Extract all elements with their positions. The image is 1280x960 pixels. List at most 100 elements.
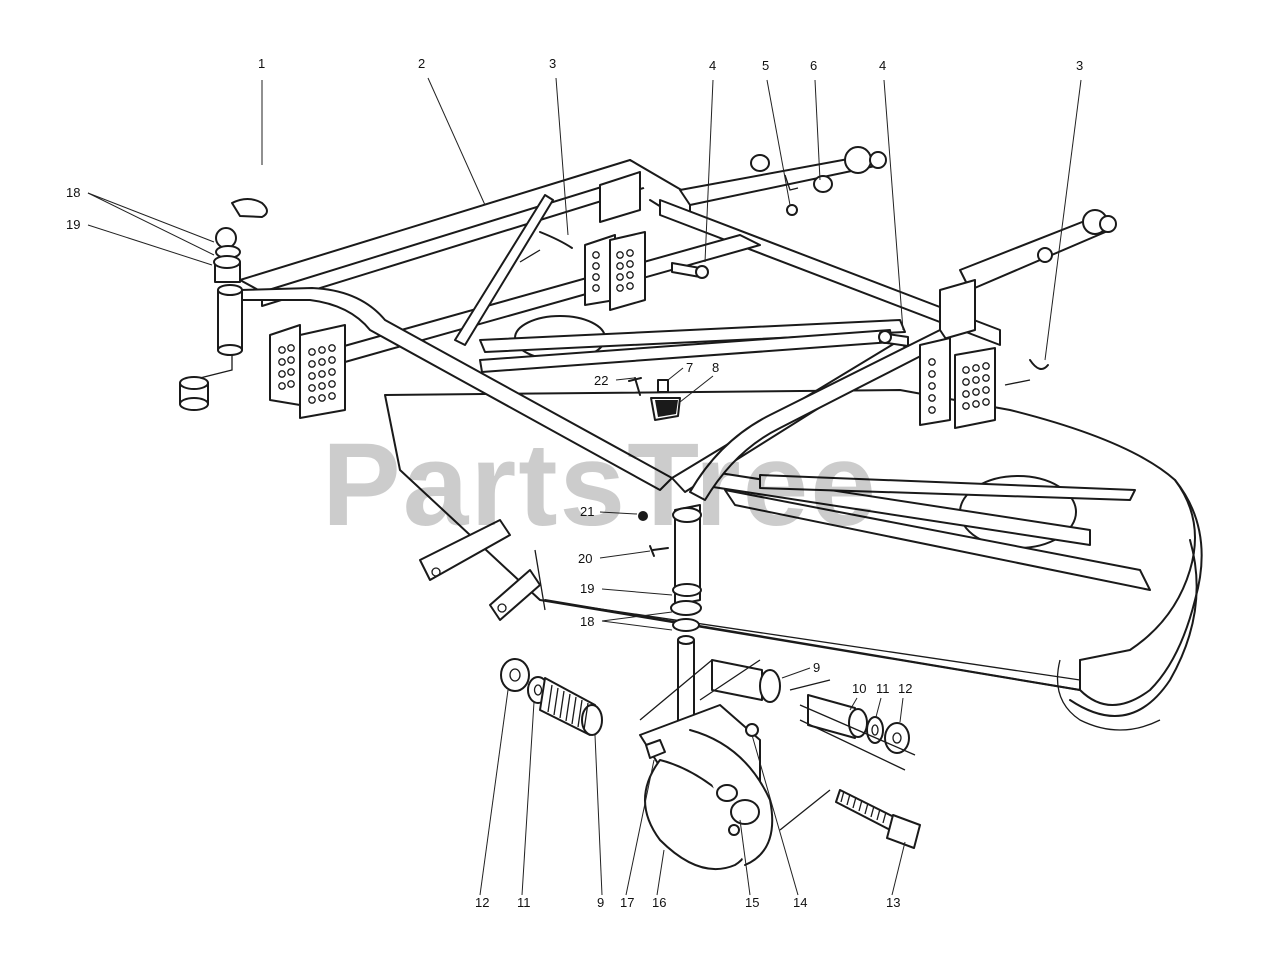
leader-c22 <box>615 377 635 381</box>
callout-label-21: 21 <box>580 504 594 519</box>
callout-label-15: 15 <box>745 895 759 910</box>
bracket-hole-r1 <box>928 358 936 366</box>
bolt-thread <box>846 793 851 806</box>
bearing-roller <box>565 693 571 722</box>
bearing-roller <box>577 699 583 728</box>
callout-label-12a: 12 <box>898 681 912 696</box>
bracket-hole-r1 <box>928 406 936 414</box>
bracket-hole-l2 <box>318 346 326 354</box>
bearing-roller <box>571 696 577 725</box>
bracket-hole-m1 <box>592 262 600 270</box>
bracket-hole-r2 <box>972 376 980 384</box>
callout-label-11b: 11 <box>517 895 531 910</box>
bracket-hole-l2 <box>308 372 316 380</box>
callout-label-9a: 9 <box>813 660 820 675</box>
leader-c7 <box>667 367 684 381</box>
bracket-hole-m1 <box>592 284 600 292</box>
bracket-hole-l2 <box>318 358 326 366</box>
bolt-thread <box>864 802 869 815</box>
leader-c17 <box>625 759 655 896</box>
callout-label-2: 2 <box>418 56 425 71</box>
callout-labels: 1 2 3 4 5 6 4 3 18 19 22 7 8 21 20 19 18… <box>66 56 1083 910</box>
leader-c4b <box>883 79 904 331</box>
bracket-hole-m2 <box>616 251 624 259</box>
leader-c5 <box>766 79 791 206</box>
bracket-hole-l1 <box>287 380 295 388</box>
bracket-hole-l2 <box>328 380 336 388</box>
bracket-hole-r2 <box>982 386 990 394</box>
callout-label-9b: 9 <box>597 895 604 910</box>
bolt-thread <box>876 808 881 821</box>
leader-c14 <box>751 734 799 896</box>
leader-c16 <box>656 849 665 896</box>
callout-label-12b: 12 <box>475 895 489 910</box>
leader-c11a <box>875 697 882 718</box>
callout-label-3b: 3 <box>1076 58 1083 73</box>
callout-label-19a: 19 <box>66 217 80 232</box>
bracket-hole-r2 <box>972 388 980 396</box>
leader-c6 <box>814 79 821 181</box>
callout-label-13: 13 <box>886 895 900 910</box>
leader-c8 <box>679 375 714 403</box>
callout-label-8: 8 <box>712 360 719 375</box>
bolt-thread <box>858 799 863 812</box>
leader-c19b <box>601 588 673 596</box>
bolt-thread <box>840 790 845 803</box>
bracket-hole-l2 <box>328 356 336 364</box>
caster-assembly <box>639 583 774 871</box>
leader-c9b <box>594 734 603 896</box>
bracket-hole-l1 <box>278 346 286 354</box>
callout-label-14: 14 <box>793 895 807 910</box>
leader-c3a <box>555 77 569 236</box>
callout-label-10: 10 <box>852 681 866 696</box>
callout-label-17: 17 <box>620 895 634 910</box>
leader-c9a <box>781 667 811 679</box>
bracket-hole-r2 <box>962 366 970 374</box>
bracket-hole-l2 <box>318 370 326 378</box>
bearing-roller <box>559 690 565 719</box>
bracket-hole-r1 <box>928 370 936 378</box>
leader-c10 <box>849 697 858 711</box>
callout-label-11a: 11 <box>876 681 890 696</box>
mower-deck <box>384 315 1203 731</box>
leader-c4a <box>704 79 714 263</box>
bracket-hole-l1 <box>278 370 286 378</box>
bracket-hole-r2 <box>962 402 970 410</box>
leader-c18a <box>87 192 215 243</box>
bracket-hole-r1 <box>928 394 936 402</box>
bracket-hole-m2 <box>626 282 634 290</box>
callout-leaders <box>87 77 1082 896</box>
bracket-hole-l2 <box>308 396 316 404</box>
bracket-hole-l2 <box>308 384 316 392</box>
callout-label-16: 16 <box>652 895 666 910</box>
axle-parts <box>500 658 921 849</box>
bracket-hole-r2 <box>972 400 980 408</box>
callout-label-6: 6 <box>810 58 817 73</box>
bracket-hole-l1 <box>278 358 286 366</box>
leader-c19a <box>87 224 213 266</box>
bracket-hole-m2 <box>626 260 634 268</box>
callout-label-22: 22 <box>594 373 608 388</box>
leader-c18a-1 <box>87 192 215 256</box>
hitch-frame <box>239 146 1117 363</box>
bracket-hole-r2 <box>962 378 970 386</box>
callout-label-19b: 19 <box>580 581 594 596</box>
bracket-hole-m2 <box>626 271 634 279</box>
leader-c18b-1 <box>601 620 673 631</box>
leader-c15 <box>739 819 751 896</box>
bracket-hole-l2 <box>328 368 336 376</box>
bearing-roller <box>583 702 589 731</box>
bracket-hole-l2 <box>328 344 336 352</box>
bracket-hole-r1 <box>928 382 936 390</box>
callout-label-5: 5 <box>762 58 769 73</box>
bracket-hole-m1 <box>592 273 600 281</box>
bracket-hole-r2 <box>982 398 990 406</box>
bracket-hole-m2 <box>616 273 624 281</box>
bracket-hole-m1 <box>592 251 600 259</box>
bracket-hole-r2 <box>982 374 990 382</box>
callout-label-4b: 4 <box>879 58 886 73</box>
explode-lines <box>199 249 1031 831</box>
leader-c20 <box>599 550 651 559</box>
bracket-hole-m2 <box>616 262 624 270</box>
